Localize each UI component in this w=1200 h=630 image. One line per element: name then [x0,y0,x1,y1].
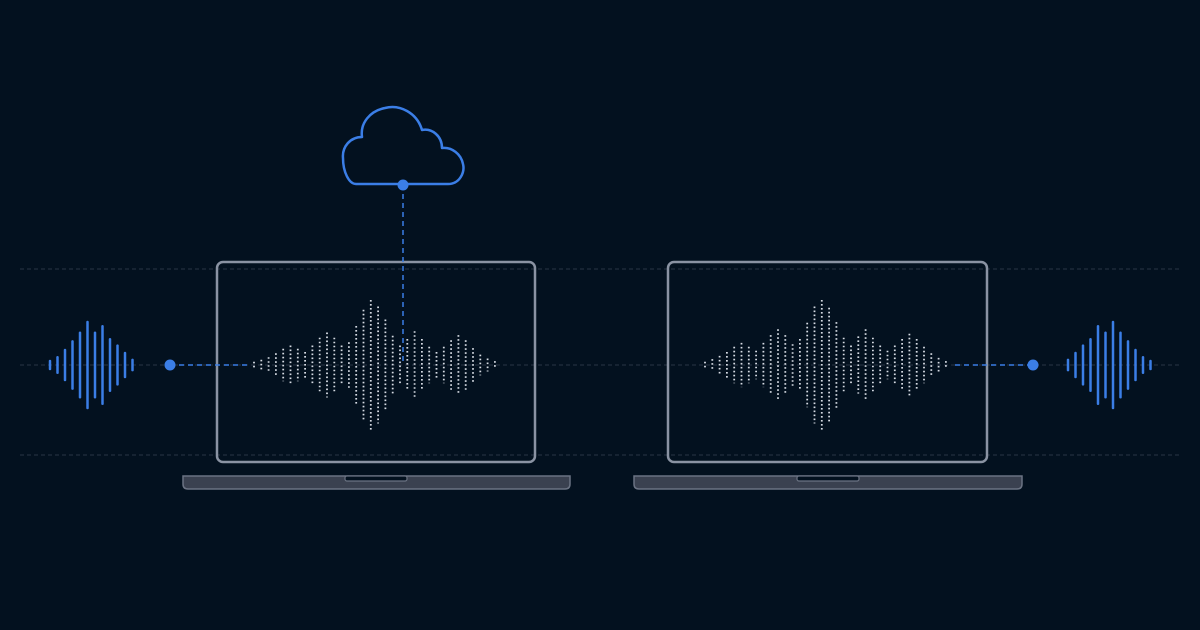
left-screen-waveform [253,300,496,430]
left-sound-wave-icon [48,320,134,410]
right-sound-wave-icon [1066,320,1152,410]
laptop-left-icon [182,260,571,490]
laptop-left-screen [215,260,537,464]
laptop-left-notch [344,475,408,482]
laptop-left-base [182,475,571,490]
cloud-connector-dot [397,179,409,191]
left-connector-dot [164,359,176,371]
laptop-right-screen [666,260,989,464]
laptop-right-base [633,475,1023,490]
cloud-icon [341,105,465,186]
laptop-right-icon [633,260,1023,490]
laptop-right-notch [796,475,860,482]
right-screen-waveform [704,300,947,430]
right-connector-dot [1027,359,1039,371]
